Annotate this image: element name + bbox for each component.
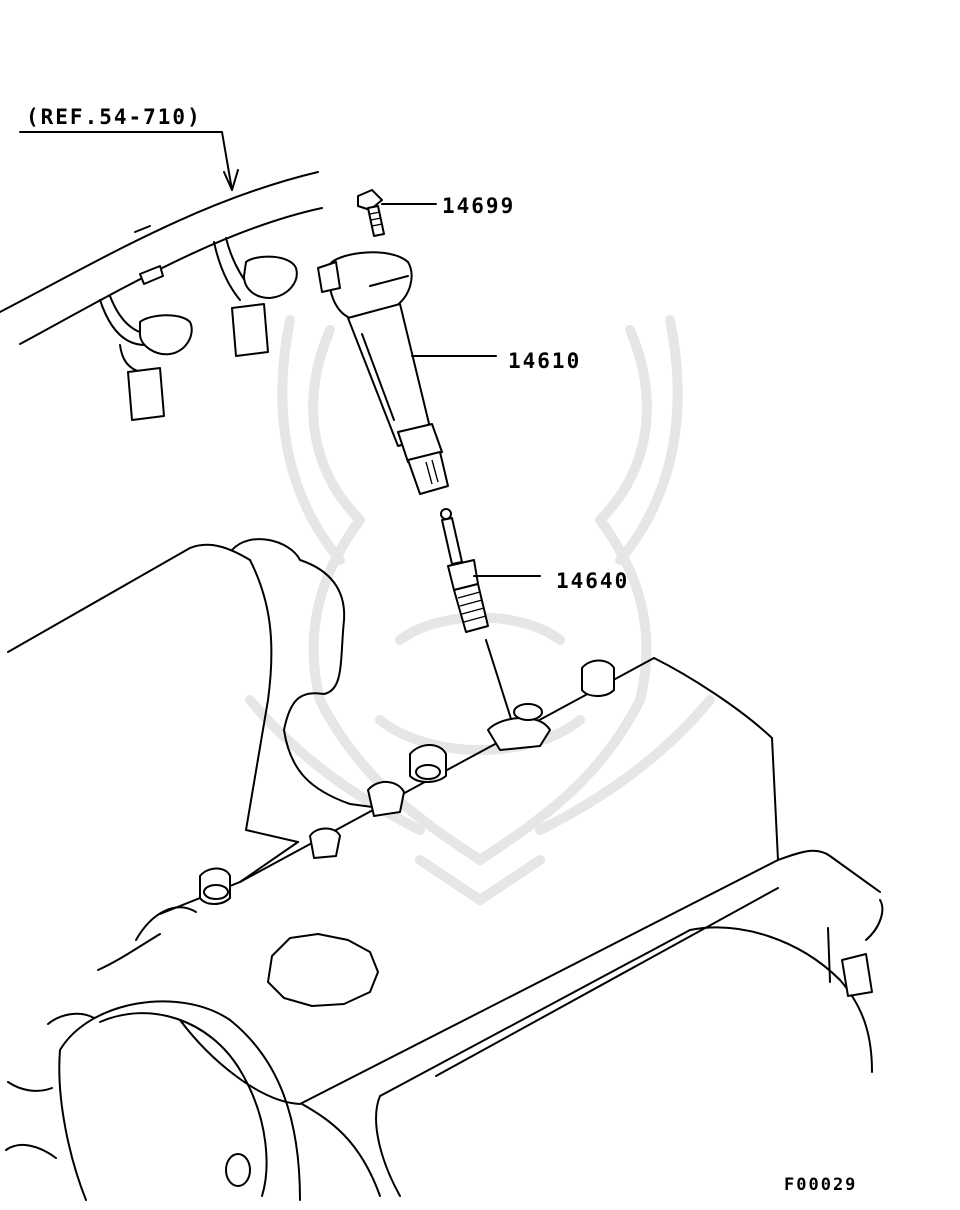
intake-manifold [7,538,381,843]
watermark-emblem [245,315,715,905]
plug-wells [199,659,615,905]
ignition-coil-14610: 14610 [317,251,581,495]
figure-code: F00029 [784,1175,857,1195]
oil-filler-cap [267,933,379,1007]
callout-label-14610: 14610 [508,349,581,373]
cylinder-head [5,657,884,1201]
reference-label: (REF.54-710) [26,105,202,129]
bolt-14699: 14699 [357,189,515,237]
callout-label-14699: 14699 [442,194,515,218]
callout-label-14640: 14640 [556,569,629,593]
reference-callout: (REF.54-710) [19,105,239,191]
wiring-harness [0,171,323,421]
spark-plug-14640: 14640 [440,508,629,723]
